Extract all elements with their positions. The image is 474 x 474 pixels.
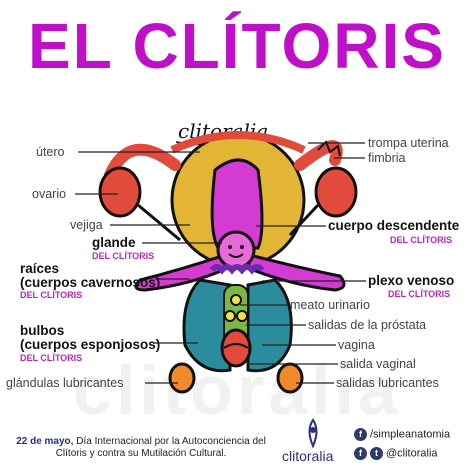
label-salidas-lubricantes: salidas lubricantes <box>336 376 439 390</box>
footer-date: 22 de mayo, <box>16 436 74 447</box>
label-meato: meato urinario <box>290 298 370 312</box>
facebook-icon: f <box>354 428 367 441</box>
right-ovary <box>314 166 358 218</box>
glans-shape <box>216 230 256 270</box>
label-plexo: plexo venoso <box>368 273 455 288</box>
page-title: EL CLÍTORIS <box>28 10 446 82</box>
label-salida-vaginal: salida vaginal <box>340 357 416 371</box>
label-glande: glande <box>92 235 136 250</box>
label-fimbria: fimbria <box>368 151 406 165</box>
footer-description: Día Internacional por la Autoconciencia … <box>55 436 266 459</box>
label-raices-sub: DEL CLÍTORIS <box>20 290 83 300</box>
label-utero: útero <box>36 145 65 159</box>
social-facebook[interactable]: f/simpleanatomia <box>354 428 450 441</box>
brand-name: clitoralia <box>282 448 334 464</box>
left-ovary <box>98 166 142 218</box>
label-glande-sub: DEL CLÍTORIS <box>92 251 155 261</box>
label-ovario: ovario <box>32 187 67 201</box>
label-vagina: vagina <box>338 338 375 352</box>
clitoralia-logo-icon <box>308 418 318 448</box>
label-prostata: salidas de la próstata <box>308 318 427 332</box>
label-cuerpo-descendente: cuerpo descendente <box>328 218 460 233</box>
twitter-icon: t <box>370 447 383 460</box>
label-glandulas: glándulas lubricantes <box>6 376 124 390</box>
label-bulbos: bulbos (cuerpos esponjosos) <box>20 323 161 352</box>
label-cuerpo-descendente-sub: DEL CLÍTORIS <box>390 235 453 245</box>
footer-text: 22 de mayo, Día Internacional por la Aut… <box>6 436 276 460</box>
label-plexo-sub: DEL CLÍTORIS <box>388 289 451 299</box>
label-bulbos-sub: DEL CLÍTORIS <box>20 353 83 363</box>
label-raices: raíces (cuerpos cavernosos) <box>20 261 161 290</box>
facebook-icon-2: f <box>354 447 367 460</box>
label-trompa: trompa uterina <box>368 136 449 150</box>
label-vejiga: vejiga <box>70 218 103 232</box>
